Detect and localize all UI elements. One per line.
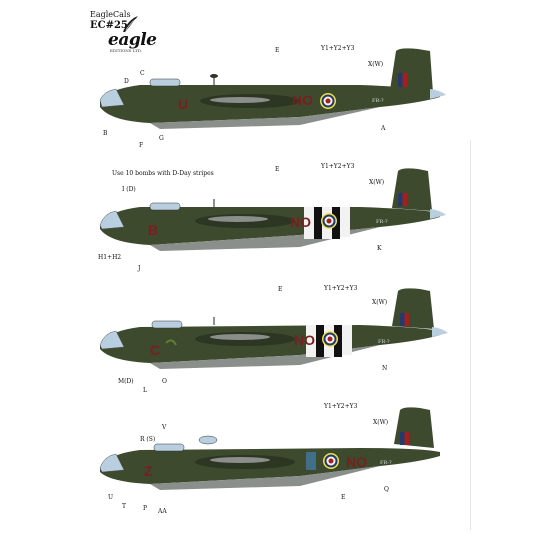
brand-logo-text: eagle xyxy=(108,30,157,50)
callout-X3: X(W) xyxy=(372,299,388,306)
callout-F: F xyxy=(139,142,144,149)
callout-E4: E xyxy=(341,494,346,501)
plane-2-letter: B xyxy=(148,222,158,238)
aircraft-profile-2: NO B FR-? xyxy=(99,168,446,251)
plane-1-letter: U xyxy=(178,96,188,112)
aircraft-profile-3: NO C FR-? xyxy=(99,288,448,369)
callout-A: A xyxy=(381,125,386,132)
page-edge-line xyxy=(470,140,471,530)
callout-M: M(D) xyxy=(118,378,134,385)
plane-4-serial: FR-? xyxy=(380,460,392,466)
plane-3-letter: C xyxy=(150,342,160,358)
callout-B: B xyxy=(103,130,108,137)
callout-E2: E xyxy=(275,166,280,173)
plane-4-letter: Z xyxy=(144,463,153,479)
callout-N: N xyxy=(382,365,388,372)
callout-E3: E xyxy=(278,286,283,293)
callout-R: R (S) xyxy=(140,436,156,443)
eaglecals-logo: EagleCals EC#25 eagle EDITIONS LTD. xyxy=(88,10,158,53)
callout-D: D xyxy=(124,78,129,85)
plane-4-codes: NO xyxy=(346,454,367,470)
callout-L: L xyxy=(143,387,147,394)
callout-Q: Q xyxy=(384,486,389,493)
plane-1-codes: NO xyxy=(292,92,313,108)
plane-3-serial: FR-? xyxy=(378,339,390,345)
callout-AA: AA xyxy=(158,508,167,515)
plane-3-codes: NO xyxy=(294,332,315,348)
callout-X2: X(W) xyxy=(369,179,385,186)
callout-J: J xyxy=(138,265,141,272)
callout-I: I (D) xyxy=(122,186,136,193)
plane-2-serial: FR-? xyxy=(376,219,388,225)
callout-K: K xyxy=(377,245,382,252)
callout-V: V xyxy=(162,424,167,431)
callout-X: X(W) xyxy=(368,61,384,68)
callout-C: C xyxy=(140,70,145,77)
callout-U: U xyxy=(108,494,114,501)
instruction-note: Use 10 bombs with D-Day stripes xyxy=(112,170,214,177)
plane-1-serial: FR-? xyxy=(372,98,384,104)
callout-Y4: Y1+Y2+Y3 xyxy=(324,403,358,410)
callout-H: H1+H2 xyxy=(98,254,122,261)
callout-T: T xyxy=(122,503,127,510)
eagle-feather-icon xyxy=(123,16,138,32)
aircraft-profile-4: NO Z FR-? xyxy=(99,407,440,490)
plane-2-codes: NO xyxy=(290,214,311,230)
aircraft-profile-1: NO U FR-? xyxy=(99,48,446,129)
callout-O: O xyxy=(162,378,167,385)
brand-line-2: EC#25 xyxy=(90,20,128,31)
brand-line-1: EagleCals xyxy=(90,10,131,19)
callout-P: P xyxy=(143,505,148,512)
callout-Y: Y1+Y2+Y3 xyxy=(321,45,355,52)
callout-G: G xyxy=(159,135,164,142)
callout-E: E xyxy=(275,47,280,54)
brand-subtitle: EDITIONS LTD. xyxy=(110,48,143,53)
callout-Y3: Y1+Y2+Y3 xyxy=(324,285,358,292)
plane-1-body: NO U FR-? xyxy=(99,48,446,129)
callout-X4: X(W) xyxy=(373,419,389,426)
callout-Y2: Y1+Y2+Y3 xyxy=(321,163,355,170)
